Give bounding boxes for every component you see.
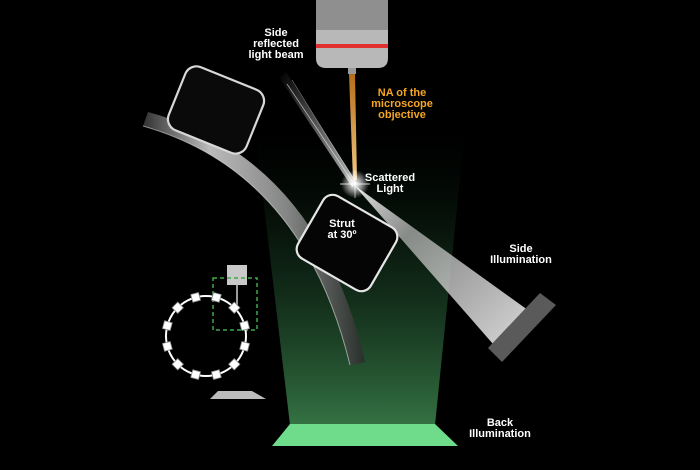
tube-inner-edge	[142, 125, 351, 366]
zoom-box	[212, 277, 258, 331]
ring-strut	[171, 301, 184, 314]
ring-strut	[161, 340, 173, 352]
ring-strut	[239, 340, 251, 352]
scattered-light-spark	[340, 170, 370, 198]
back-illumination-plate	[272, 424, 458, 446]
strut-at-30	[295, 193, 399, 293]
label-scattered-light: Scattered Light	[364, 172, 416, 195]
ring-strut	[239, 320, 251, 332]
ring-strut	[161, 320, 173, 332]
ring-strut	[171, 358, 184, 371]
na-cone	[349, 74, 357, 180]
label-back-illumination: Back Illumination	[469, 417, 531, 440]
ring-strut	[190, 291, 202, 303]
side-illumination-source	[488, 293, 556, 362]
ring-strut	[190, 369, 202, 381]
ring-strut	[228, 358, 241, 371]
label-side-reflected-light-beam: Side reflected light beam	[248, 27, 304, 61]
reflecting-strut	[166, 65, 266, 155]
label-strut-at-30: Strut at 30º	[327, 218, 357, 241]
stent-ring-schematic	[161, 291, 251, 381]
ring-strut	[210, 369, 222, 381]
side-illumination-beam	[354, 185, 532, 352]
small-back-plate	[210, 391, 266, 399]
microscope-objective	[316, 0, 388, 74]
label-na-of-objective: NA of the microscope objective	[371, 87, 433, 121]
side-reflected-light-beam	[279, 72, 357, 187]
detector-box	[227, 265, 247, 285]
ring-strut	[210, 291, 222, 303]
label-side-illumination: Side Illumination	[490, 243, 552, 266]
ring-strut	[228, 301, 241, 314]
